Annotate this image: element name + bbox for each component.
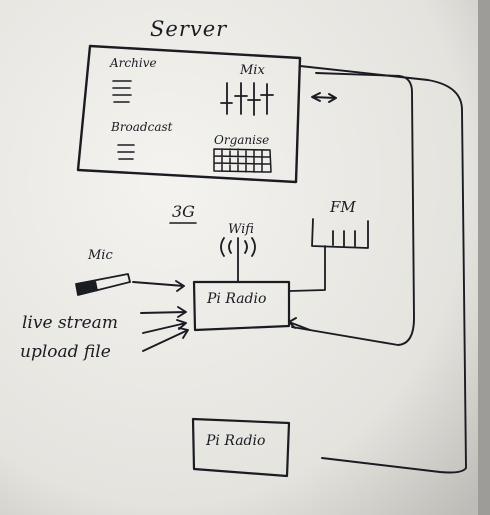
pi-radio-second-label: Pi Radio: [205, 433, 265, 449]
mixer-faders-icon: [220, 82, 274, 116]
broadcast-list-icon: [117, 144, 135, 160]
paper-edge: [478, 0, 490, 515]
server-to-second-radio-line: [299, 65, 467, 474]
input-arrow-middle: [142, 319, 187, 334]
pi-radio-main-box: [192, 280, 291, 332]
input-arrow-lower: [142, 327, 189, 352]
broadcast-label: Broadcast: [110, 120, 173, 134]
live-stream-label: live stream: [22, 313, 118, 333]
microphone-icon: [75, 273, 131, 296]
wifi-label: Wifi: [228, 222, 254, 237]
mic-label: Mic: [87, 248, 113, 263]
archive-label: Archive: [109, 56, 157, 70]
wifi-antenna-icon: [220, 237, 256, 283]
server-box: [76, 44, 302, 184]
fm-transmitter-icon: [289, 218, 369, 292]
organise-grid-icon: [213, 148, 272, 173]
paper-sheet: [0, 0, 478, 515]
pi-radio-second-box: [191, 417, 291, 478]
organise-label: Organise: [214, 133, 269, 147]
pi-radio-main-label: Pi Radio: [206, 291, 266, 307]
fm-label: FM: [329, 198, 356, 216]
mic-to-piradio-arrow: [132, 280, 185, 292]
input-arrow-upper: [140, 306, 187, 318]
mix-label: Mix: [239, 63, 265, 78]
server-title: Server: [150, 17, 228, 41]
server-link-arrowheads: [288, 92, 337, 331]
archive-list-icon: [112, 80, 132, 103]
threeg-label: 3G: [172, 202, 195, 221]
upload-file-label: upload file: [20, 342, 111, 362]
